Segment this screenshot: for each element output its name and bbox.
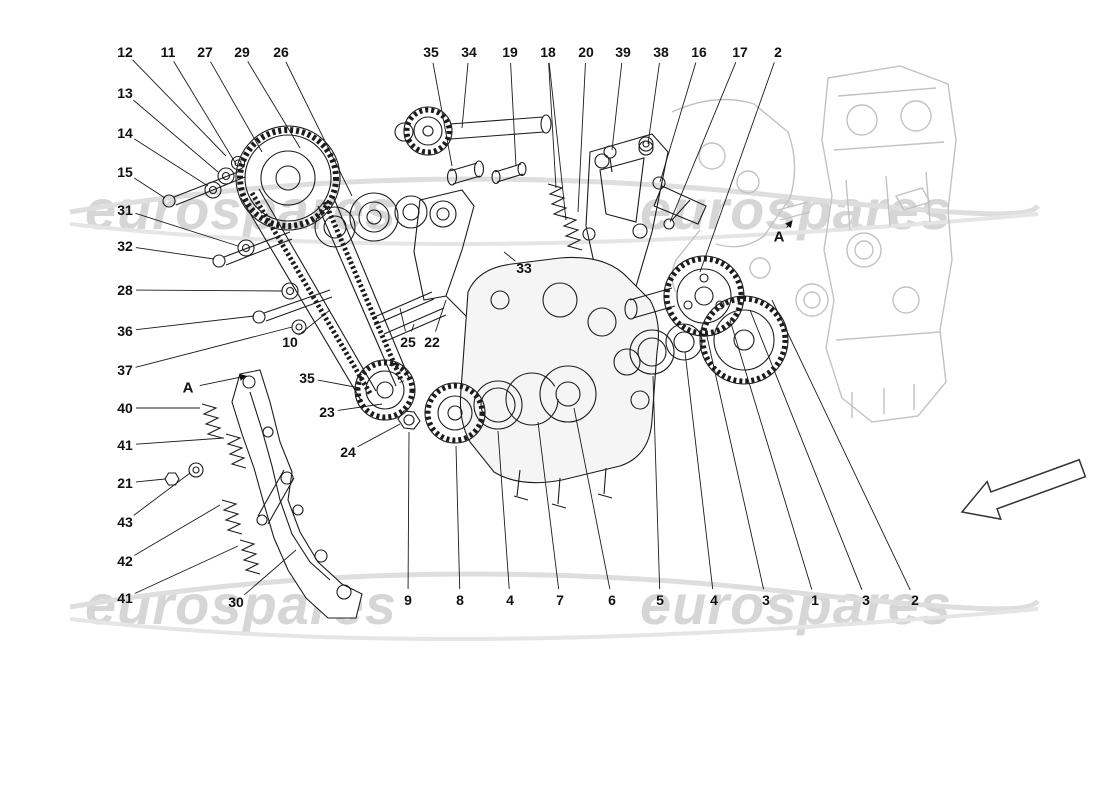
callout-4: 4 (506, 592, 514, 608)
callout-12: 12 (117, 44, 133, 60)
ref-marker-A: A (182, 379, 194, 397)
callout-37: 37 (117, 362, 133, 378)
callout-21: 21 (117, 475, 133, 491)
callout-10: 10 (282, 334, 298, 350)
callout-2: 2 (774, 44, 782, 60)
callout-31: 31 (117, 202, 133, 218)
callout-41: 41 (117, 590, 133, 606)
callout-5: 5 (656, 592, 664, 608)
callout-20: 20 (578, 44, 594, 60)
callout-28: 28 (117, 282, 133, 298)
callout-29: 29 (234, 44, 250, 60)
callout-15: 15 (117, 164, 133, 180)
callout-27: 27 (197, 44, 213, 60)
callout-43: 43 (117, 514, 133, 530)
callout-19: 19 (502, 44, 518, 60)
callout-9: 9 (404, 592, 412, 608)
callout-17: 17 (732, 44, 748, 60)
callout-16: 16 (691, 44, 707, 60)
callout-30: 30 (228, 594, 244, 610)
callout-39: 39 (615, 44, 631, 60)
callout-34: 34 (461, 44, 477, 60)
callout-3: 3 (862, 592, 870, 608)
callout-33: 33 (516, 260, 532, 276)
callout-41: 41 (117, 437, 133, 453)
callout-4: 4 (710, 592, 718, 608)
callout-7: 7 (556, 592, 564, 608)
callout-18: 18 (540, 44, 556, 60)
callout-25: 25 (400, 334, 416, 350)
callout-3: 3 (762, 592, 770, 608)
callout-32: 32 (117, 238, 133, 254)
callout-2: 2 (911, 592, 919, 608)
callout-14: 14 (117, 125, 133, 141)
callout-42: 42 (117, 553, 133, 569)
callout-35: 35 (299, 370, 315, 386)
callout-38: 38 (653, 44, 669, 60)
callout-13: 13 (117, 85, 133, 101)
callout-26: 26 (273, 44, 289, 60)
callout-22: 22 (424, 334, 440, 350)
callout-24: 24 (340, 444, 356, 460)
callout-40: 40 (117, 400, 133, 416)
callout-6: 6 (608, 592, 616, 608)
callout-35: 35 (423, 44, 439, 60)
callout-8: 8 (456, 592, 464, 608)
callout-36: 36 (117, 323, 133, 339)
callout-23: 23 (319, 404, 335, 420)
ref-marker-A: A (773, 228, 785, 246)
callout-1: 1 (811, 592, 819, 608)
callout-11: 11 (160, 44, 176, 60)
